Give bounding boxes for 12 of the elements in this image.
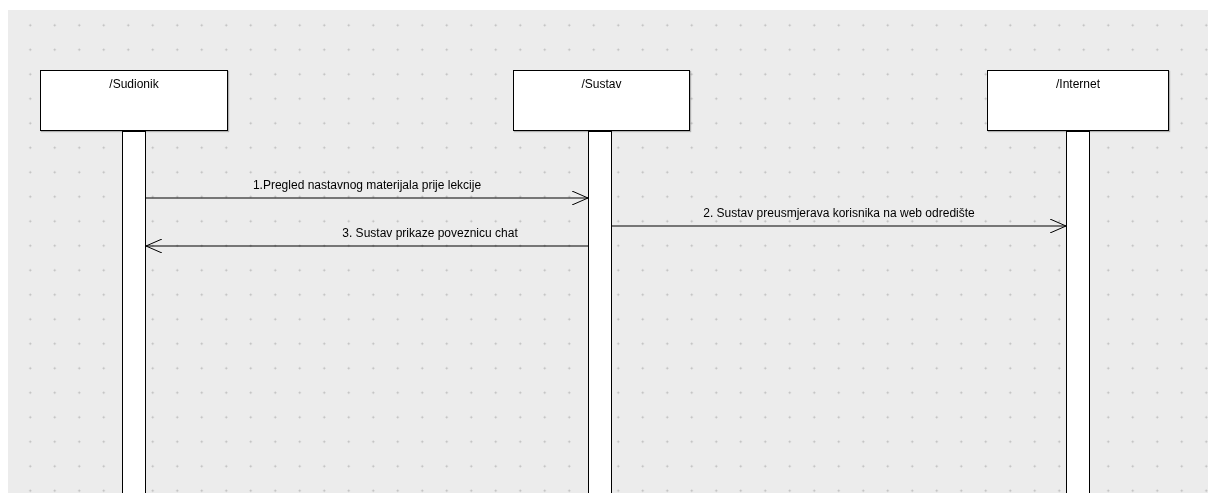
- edge-label: 2. Sustav preusmjerava korisnika na web odredište: [703, 206, 975, 220]
- message-arrow: [611, 218, 1067, 234]
- participant-box: /Internet: [987, 70, 1169, 131]
- lifeline-bar: [588, 131, 612, 493]
- lifeline-bar: [122, 131, 146, 493]
- message-arrow: [145, 238, 589, 254]
- lifeline-bar: [1066, 131, 1090, 493]
- participant-box: /Sustav: [513, 70, 690, 131]
- participant-box: /Sudionik: [40, 70, 228, 131]
- edge-label: 1.Pregled nastavnog materijala prije lekcije: [252, 178, 482, 192]
- edge-label: 3. Sustav prikaze poveznicu chat: [342, 226, 518, 240]
- message-arrow: [145, 190, 589, 206]
